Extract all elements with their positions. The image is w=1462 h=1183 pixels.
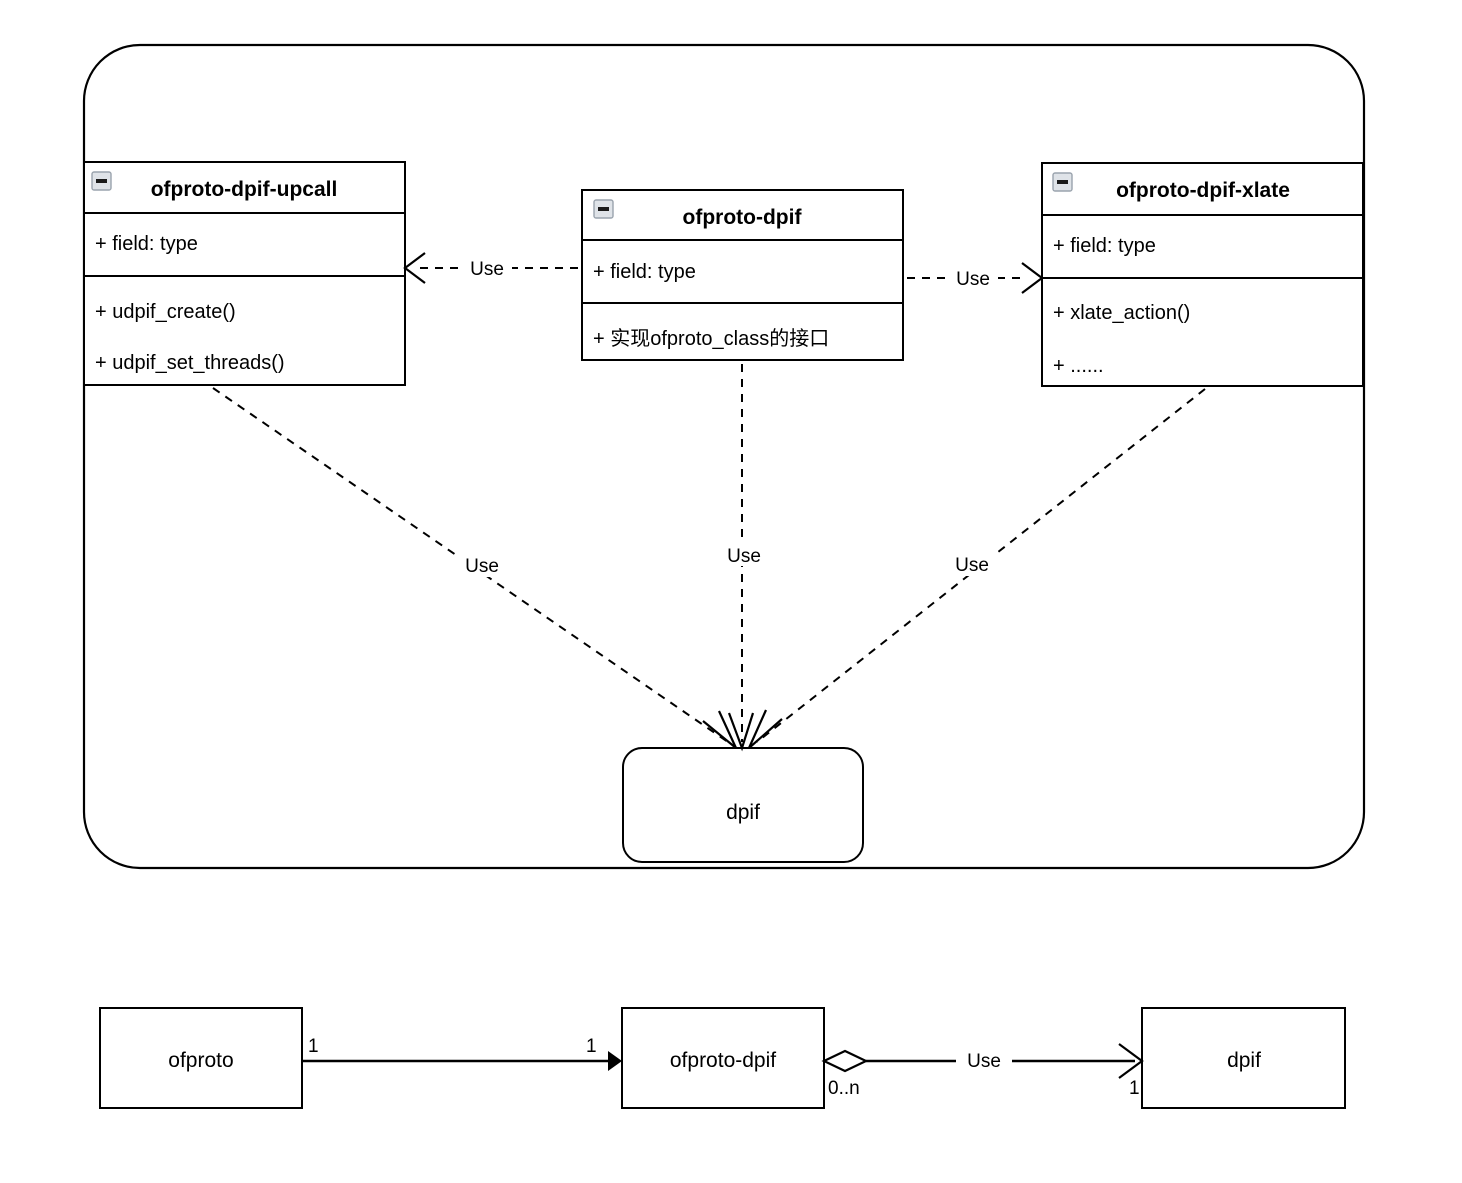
class-method-upcall-1: + udpif_set_threads() [95,352,285,374]
arrowhead-filled-ofproto-dpif [608,1051,622,1071]
edge-upcall-to-dpif[interactable]: Use [212,387,737,749]
edge-mid-to-dpif[interactable]: Use [718,364,770,752]
class-box-ofproto-dpif-xlate[interactable]: ofproto-dpif-xlate + field: type + xlate… [1041,162,1364,387]
class-box-outline-upcall [83,161,406,386]
class-method-xlate-1: + ...... [1053,355,1104,377]
box-outline-dpif [1141,1007,1346,1109]
class-title-upcall: ofproto-dpif-upcall [151,178,338,201]
multiplicity-source-ofproto: 1 [308,1036,319,1057]
class-title-mid: ofproto-dpif [683,206,803,229]
edge-label-backdrop-xlate-to-dpif [946,549,998,576]
aggregation-diamond-icon [821,1049,869,1073]
arrowhead-open-dpif [1118,1043,1144,1079]
edge-label-backdrop-upcall-to-dpif [455,550,507,577]
edge-label-backdrop-mid-to-dpif [718,539,770,566]
multiplicity-source-ofproto-dpif: 0..n [828,1078,860,1099]
arrowhead-open-upcall-to-dpif [702,710,737,749]
box-label-ofproto: ofproto [168,1049,233,1072]
box-label-ofproto-dpif: ofproto-dpif [670,1049,776,1072]
arrowhead-open-xlate-to-dpif [747,709,783,749]
box-outline-ofproto [99,1007,303,1109]
box-ofproto[interactable]: ofproto [99,1007,303,1109]
edge-label-mid-to-dpif: Use [727,546,761,567]
collapse-minus-icon[interactable] [1052,172,1073,192]
node-dpif-label: dpif [726,801,760,824]
class-box-outline-mid [581,189,904,361]
box-label-dpif: dpif [1227,1049,1261,1072]
edge-ofproto-to-ofproto-dpif[interactable]: 1 1 [302,1036,622,1071]
multiplicity-target-dpif: 1 [1129,1078,1140,1099]
multiplicity-target-ofproto-dpif: 1 [586,1036,597,1057]
class-field-upcall-0: + field: type [95,233,198,255]
class-method-mid-0: + 实现ofproto_class的接口 [593,327,829,350]
class-box-outline-xlate [1041,162,1364,387]
edge-label-backdrop-mid-to-xlate [948,264,998,290]
class-method-xlate-0: + xlate_action() [1053,302,1190,324]
box-outline-ofproto-dpif [621,1007,825,1109]
collapse-minus-icon[interactable] [593,199,614,219]
class-title-xlate: ofproto-dpif-xlate [1116,179,1290,202]
edge-label-mid-to-upcall: Use [470,259,504,280]
class-field-xlate-0: + field: type [1053,235,1156,257]
edge-xlate-to-dpif[interactable]: Use [747,388,1206,749]
edge-ofproto-dpif-to-dpif[interactable]: Use 0..n 1 [821,1043,1144,1099]
edge-mid-to-upcall[interactable]: Use [403,252,578,284]
arrowhead-open-right [1021,262,1044,294]
class-field-mid-0: + field: type [593,261,696,283]
collapse-minus-icon[interactable] [91,171,112,191]
edge-label-use-bottom: Use [967,1051,1001,1072]
edge-label-backdrop-use-bottom [956,1044,1012,1072]
class-box-ofproto-dpif-upcall[interactable]: ofproto-dpif-upcall + field: type + udpi… [83,161,406,386]
class-method-upcall-0: + udpif_create() [95,301,236,323]
node-dpif-rounded[interactable]: dpif [622,747,864,863]
edge-label-mid-to-xlate: Use [956,269,990,290]
edge-label-backdrop-mid-to-upcall [462,254,512,280]
edge-mid-to-xlate[interactable]: Use [907,262,1044,294]
arrowhead-open-mid-to-dpif [727,712,755,752]
edge-label-upcall-to-dpif: Use [465,556,499,577]
edge-label-xlate-to-dpif: Use [955,555,989,576]
arrowhead-open-left [403,252,426,284]
box-ofproto-dpif[interactable]: ofproto-dpif [621,1007,825,1109]
class-box-ofproto-dpif[interactable]: ofproto-dpif + field: type + 实现ofproto_c… [581,189,904,361]
box-dpif[interactable]: dpif [1141,1007,1346,1109]
